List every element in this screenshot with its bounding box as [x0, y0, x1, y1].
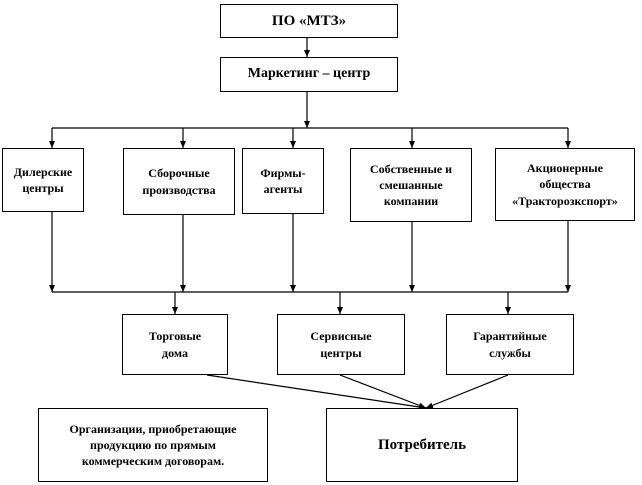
arrow-trade-to-consumer: [206, 374, 427, 410]
box-po-mtz: ПО «МТЗ»: [220, 4, 398, 38]
box-assembly-productions: Сборочные производства: [123, 148, 235, 215]
box-dealer-centers: Дилерские центры: [2, 148, 84, 212]
box-joint-stock-companies: Акционерные общества «Тракторозкспорт»: [495, 148, 635, 221]
box-own-mixed-companies: Собственные и смешанные компании: [350, 148, 472, 222]
box-consumer: Потребитель: [326, 408, 518, 482]
box-marketing-center: Маркетинг – центр: [220, 57, 398, 92]
arrow-warranty-to-consumer: [425, 374, 509, 409]
box-trade-houses: Торговые дома: [122, 314, 228, 375]
box-firm-agents: Фирмы- агенты: [242, 148, 324, 214]
box-warranty-services: Гарантийные службы: [446, 314, 574, 375]
box-service-centers: Сервисные центры: [277, 314, 405, 375]
arrow-service-to-consumer: [339, 374, 427, 409]
box-direct-contract-organizations: Организации, приобретающие продукцию по …: [38, 408, 268, 482]
